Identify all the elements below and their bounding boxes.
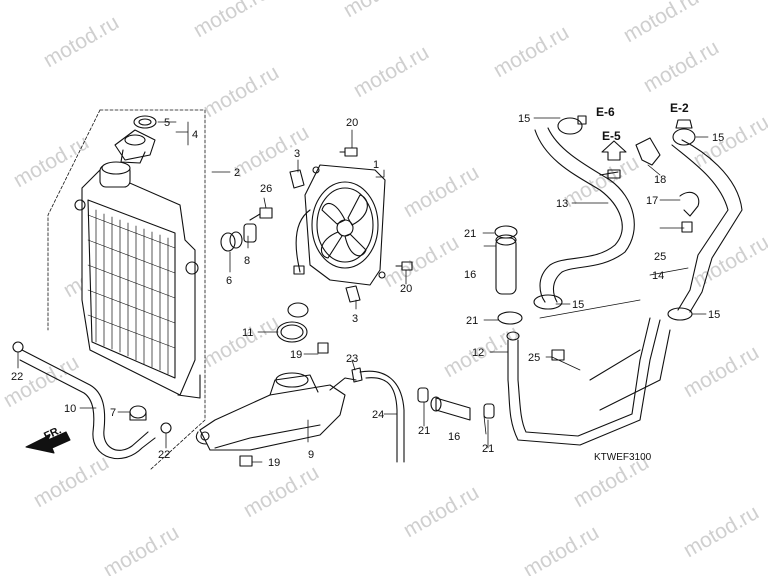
- callout-22-left: 22: [11, 371, 23, 383]
- callout-17: 17: [646, 195, 658, 207]
- callout-13: 13: [556, 198, 568, 210]
- hose-bracket: [599, 137, 661, 179]
- callout-21-right: 21: [482, 443, 494, 455]
- callout-4: 4: [192, 129, 198, 141]
- tank-bolt-lower: [239, 455, 253, 467]
- mounting-bolt: [249, 207, 273, 221]
- ref-e5: E-5: [602, 129, 621, 143]
- callout-14: 14: [652, 270, 664, 282]
- front-direction-arrow: [25, 431, 71, 454]
- hose-clamp-15-mid: [533, 294, 563, 310]
- bypass-hose: [671, 139, 743, 313]
- collar: [243, 223, 257, 243]
- callout-21-left: 21: [418, 425, 430, 437]
- grommet: [220, 231, 243, 252]
- callout-25-left: 25: [528, 352, 540, 364]
- diagram-code: KTWEF3100: [594, 452, 652, 463]
- callout-15-middle: 15: [572, 299, 584, 311]
- leader-lines: [17, 117, 709, 463]
- callout-labels: 1 2 3 3 4 5 6 7 8 9 10 11 12 13 14 15 15…: [11, 113, 724, 469]
- radiator-group-bracket: [47, 109, 206, 471]
- thermostat-fitting: [672, 119, 696, 146]
- callout-19-upper: 19: [290, 349, 302, 361]
- callout-20-upper: 20: [346, 117, 358, 129]
- callout-22-right: 22: [158, 449, 170, 461]
- water-pipe: [506, 317, 671, 446]
- siphon-hose: [359, 370, 405, 463]
- pipe-clamp-bolt: [681, 221, 693, 233]
- callout-11: 11: [242, 327, 253, 339]
- radiator-cap: [114, 129, 156, 164]
- callout-19-lower: 19: [268, 457, 280, 469]
- hose-clamp-21-left: [417, 387, 429, 403]
- hose-clamp-left: [12, 341, 24, 353]
- upper-water-hose: [534, 127, 635, 303]
- callout-7: 7: [110, 407, 116, 419]
- wire-clip-upper: [289, 169, 305, 189]
- siphon-clip: [351, 367, 363, 383]
- callout-21-top: 21: [464, 228, 476, 240]
- callout-12: 12: [472, 347, 484, 359]
- callout-2: 2: [234, 167, 240, 179]
- lower-radiator-hose: [19, 349, 156, 460]
- callout-8: 8: [244, 255, 250, 267]
- cap-seal: [133, 115, 157, 129]
- wire-clip-lower: [345, 285, 361, 303]
- callout-15-e2: 15: [712, 132, 724, 144]
- radiator: [74, 161, 201, 399]
- hose-clamp-21-right: [483, 403, 495, 419]
- hose-clamp-21-middle: [497, 311, 523, 325]
- fan-bolt-upper: [339, 147, 358, 157]
- callout-23: 23: [346, 353, 358, 365]
- callout-3-upper: 3: [294, 148, 300, 160]
- fan-bolt-lower: [395, 261, 413, 271]
- short-hose-upper: [495, 234, 517, 295]
- reference-labels: E-6 E-2 E-5: [596, 101, 689, 143]
- callout-16-lower: 16: [448, 431, 460, 443]
- hose-clamp-15-right: [667, 307, 693, 321]
- hose-fitting: [129, 405, 147, 421]
- callout-10: 10: [64, 403, 76, 415]
- water-pipe-bolt: [551, 349, 565, 361]
- short-hose-lower: [430, 396, 471, 421]
- ref-e2: E-2: [670, 101, 689, 115]
- callout-21-middle: 21: [466, 315, 478, 327]
- callout-25-right: 25: [654, 251, 666, 263]
- reserve-tank: [195, 372, 357, 451]
- callout-3-lower: 3: [352, 313, 358, 325]
- hose-clamp-e6: [557, 115, 587, 135]
- callout-24: 24: [372, 409, 384, 421]
- callout-9: 9: [308, 449, 314, 461]
- callout-15-top: 15: [518, 113, 530, 125]
- callout-6: 6: [226, 275, 232, 287]
- callout-20-lower: 20: [400, 283, 412, 295]
- callout-26: 26: [260, 183, 272, 195]
- callout-15-right: 15: [708, 309, 720, 321]
- filler-neck-oring: [276, 302, 309, 343]
- cooling-fan: [293, 164, 386, 286]
- pipe-clamp: [679, 191, 700, 217]
- tank-bolt-upper: [317, 342, 329, 354]
- e5-reference-arrow: [601, 140, 627, 161]
- hose-clamp-21-top: [494, 225, 518, 239]
- callout-18: 18: [654, 174, 666, 186]
- callout-5: 5: [164, 117, 170, 129]
- callout-16-upper: 16: [464, 269, 476, 281]
- ref-e6: E-6: [596, 105, 615, 119]
- hose-clamp-right: [160, 422, 172, 434]
- callout-1: 1: [373, 159, 379, 171]
